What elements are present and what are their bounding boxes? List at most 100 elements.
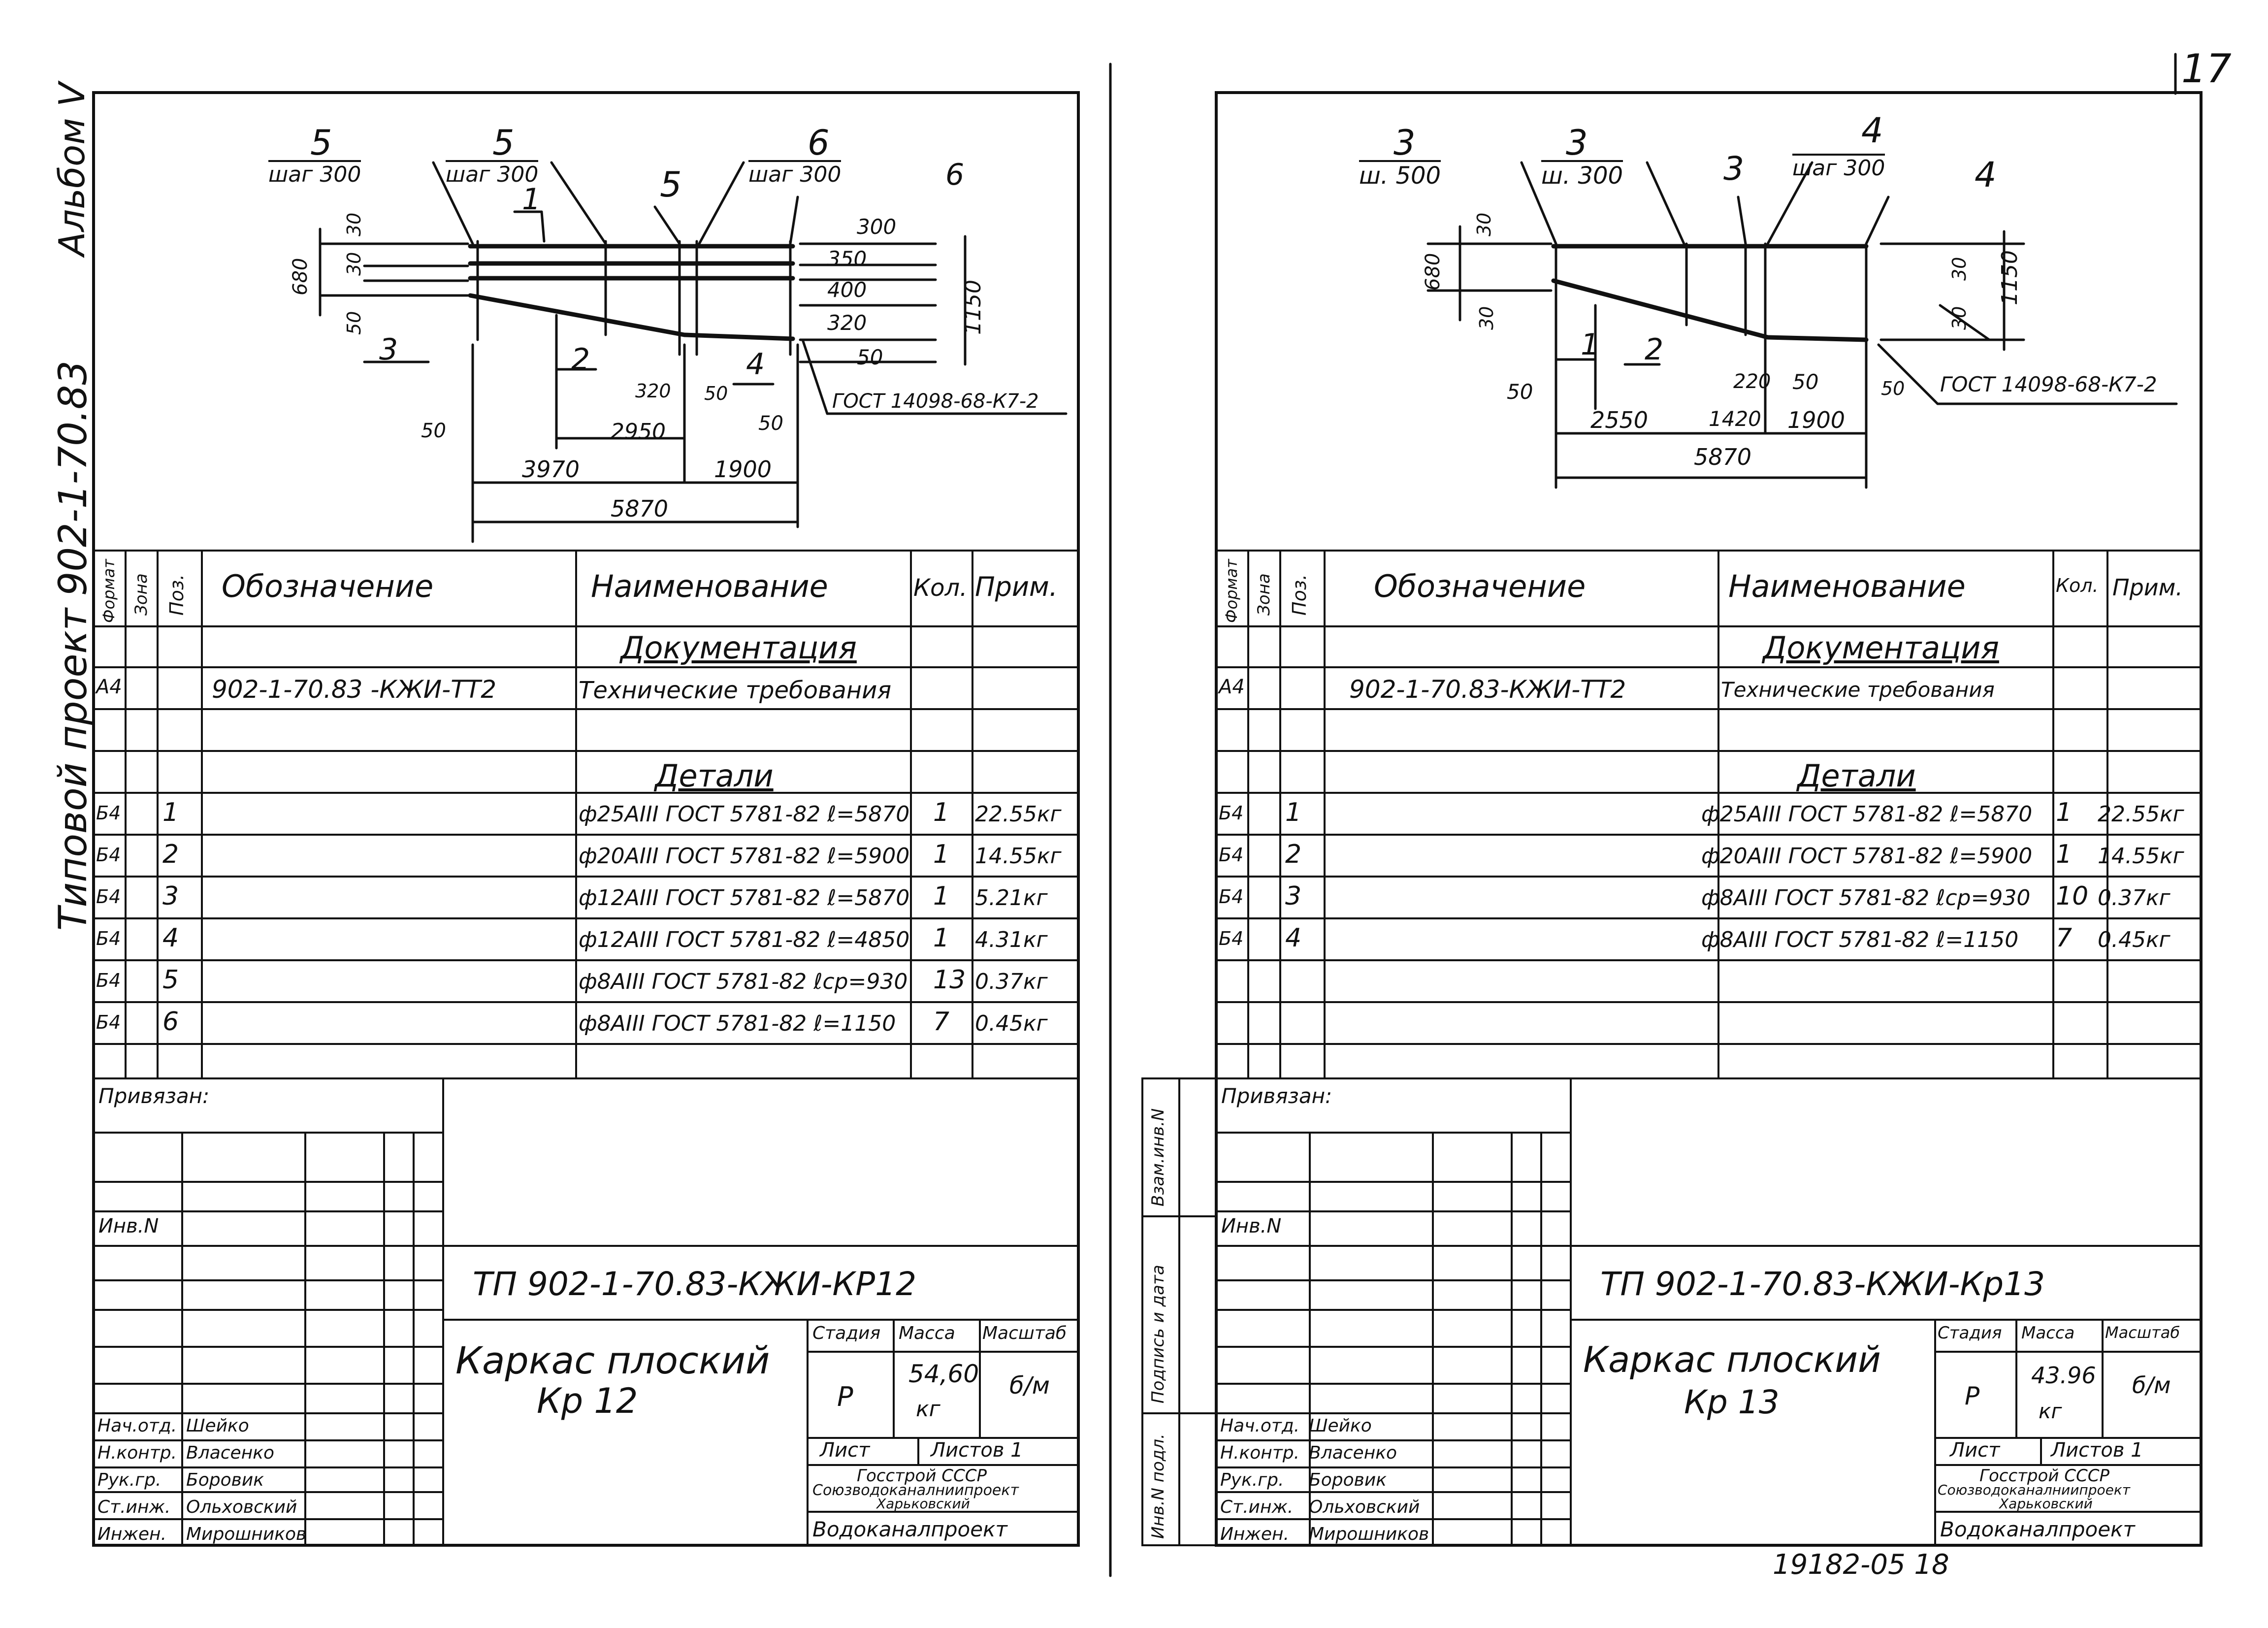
org-line1: Госстрой СССР [857, 1466, 987, 1486]
signature-role: Рук.гр. [1220, 1470, 1284, 1490]
dim-label: 680 [1422, 253, 1444, 291]
col-header-name: Наименование [591, 568, 828, 604]
signature-role: Н.контр. [97, 1443, 177, 1463]
section-parts: Детали [1797, 758, 1916, 794]
signature-name: Ольховский [1309, 1497, 1420, 1517]
org-line2: Союзводоканалниипроект [1938, 1482, 2131, 1498]
row-qty: 1 [2056, 798, 2073, 827]
row-format: Б4 [96, 802, 121, 824]
dim-label: 5870 [1694, 444, 1752, 470]
pos-label: 2 [1645, 332, 1664, 367]
col-header-zone: Зона [1254, 573, 1274, 616]
sheets-label: Листов 1 [931, 1439, 1023, 1462]
col-header-note: Прим. [975, 571, 1058, 602]
stage-label: Стадия [812, 1323, 881, 1343]
row-name: ф20АIII ГОСТ 5781-82 ℓ=5900 [1701, 844, 2033, 869]
row-pos: 3 [162, 881, 179, 911]
dim-label: 1150 [961, 280, 986, 335]
dim-label: 3970 [522, 456, 580, 483]
row-name: ф8АIII ГОСТ 5781-82 ℓср=930 [579, 969, 908, 994]
signature-name: Боровик [1309, 1470, 1387, 1490]
drawing-code: ТП 902-1-70.83-КЖИ-КР12 [473, 1265, 917, 1303]
dim-label: 1900 [714, 456, 772, 483]
dim-label: ш. 300 [1541, 160, 1623, 188]
col-header-designation: Обозначение [222, 568, 434, 604]
dim-label: 320 [827, 311, 867, 335]
row-qty: 7 [2056, 923, 2073, 953]
dim-label: 50 [1507, 380, 1533, 404]
stage-value: Р [1965, 1382, 1980, 1410]
mass-label: Масса [2021, 1323, 2075, 1343]
gost-label: ГОСТ 14098-68-К7-2 [832, 390, 1039, 413]
row-qty: 1 [933, 840, 950, 869]
row-format: Б4 [1219, 928, 1244, 949]
dim-label: 2550 [1590, 407, 1649, 433]
section-docs: Документация [1763, 630, 1999, 666]
dim-label: шаг 300 [446, 160, 539, 186]
col-header-qty: Кол. [2056, 575, 2099, 596]
dim-label: ш. 500 [1359, 160, 1441, 188]
drawing-subtitle: Кр 13 [1684, 1383, 1780, 1421]
doc-format: А4 [1219, 676, 1245, 698]
mass-unit: кг [916, 1397, 940, 1422]
row-qty: 1 [933, 923, 950, 953]
side-label-vzam: Взам.инв.N [1148, 1108, 1168, 1206]
dim-label: 4 [1975, 155, 1997, 195]
dim-label: 50 [421, 420, 446, 442]
signature-role: Н.контр. [1220, 1443, 1300, 1463]
dim-label: 30 [1476, 306, 1497, 330]
row-name: ф25АIII ГОСТ 5781-82 ℓ=5870 [1701, 802, 2033, 827]
row-qty: 13 [933, 965, 966, 995]
row-pos: 6 [162, 1007, 179, 1037]
dim-label: 2950 [611, 419, 666, 444]
signature-name: Шейко [186, 1416, 249, 1436]
signature-name: Шейко [1309, 1416, 1372, 1436]
row-note: 0.37кг [975, 969, 1048, 994]
row-format: Б4 [96, 970, 121, 991]
gost-label: ГОСТ 14098-68-К7-2 [1940, 372, 2157, 396]
dim-label: 50 [857, 345, 883, 369]
inv-label: Инв.N [98, 1215, 159, 1237]
org-line3: Харьковский [876, 1496, 970, 1512]
col-header-note: Прим. [2112, 574, 2183, 601]
section-docs: Документация [620, 630, 857, 666]
row-format: Б4 [1219, 886, 1244, 908]
mass-value: 54,60 [908, 1360, 979, 1388]
signature-role: Нач.отд. [97, 1416, 177, 1436]
row-pos: 1 [162, 798, 179, 827]
scale-value: б/м [1009, 1372, 1050, 1400]
pos-label: 3 [379, 332, 398, 367]
drawing-title: Каркас плоский [455, 1338, 770, 1382]
dim-label: 400 [827, 278, 867, 302]
doc-format: А4 [96, 676, 122, 698]
dim-label: 30 [1948, 257, 1970, 281]
sheets-label: Листов 1 [2051, 1439, 2143, 1462]
doc-name: Технические требования [579, 677, 892, 704]
row-note: 4.31кг [975, 927, 1048, 952]
row-note: 22.55кг [975, 802, 1062, 827]
dim-label: 30 [1473, 212, 1495, 236]
dim-label: 1900 [1787, 407, 1846, 433]
dim-label: 220 [1733, 370, 1771, 393]
row-format: Б4 [1219, 844, 1244, 866]
row-name: ф12АIII ГОСТ 5781-82 ℓ=5870 [579, 885, 910, 911]
dim-label: 30 [343, 212, 365, 236]
row-pos: 5 [162, 965, 179, 995]
dim-label: 6 [808, 123, 830, 163]
pos-label: 2 [571, 342, 590, 377]
inv-label: Инв.N [1221, 1215, 1282, 1237]
mass-label: Масса [899, 1323, 955, 1343]
doc-designation: 902-1-70.83 -КЖИ-ТТ2 [212, 675, 497, 704]
signature-name: Мирошников [186, 1524, 307, 1544]
dim-label: 50 [343, 311, 365, 335]
dim-label: 350 [827, 247, 867, 271]
mass-value: 43.96 [2031, 1362, 2096, 1389]
row-name: ф12АIII ГОСТ 5781-82 ℓ=4850 [579, 927, 910, 952]
dim-label: 1420 [1709, 407, 1761, 431]
row-note: 5.21кг [975, 885, 1048, 911]
album-label: Альбом V [51, 82, 93, 256]
signature-name: Мирошников [1309, 1524, 1429, 1544]
row-pos: 4 [162, 923, 179, 953]
row-note: 14.55кг [975, 844, 1062, 869]
